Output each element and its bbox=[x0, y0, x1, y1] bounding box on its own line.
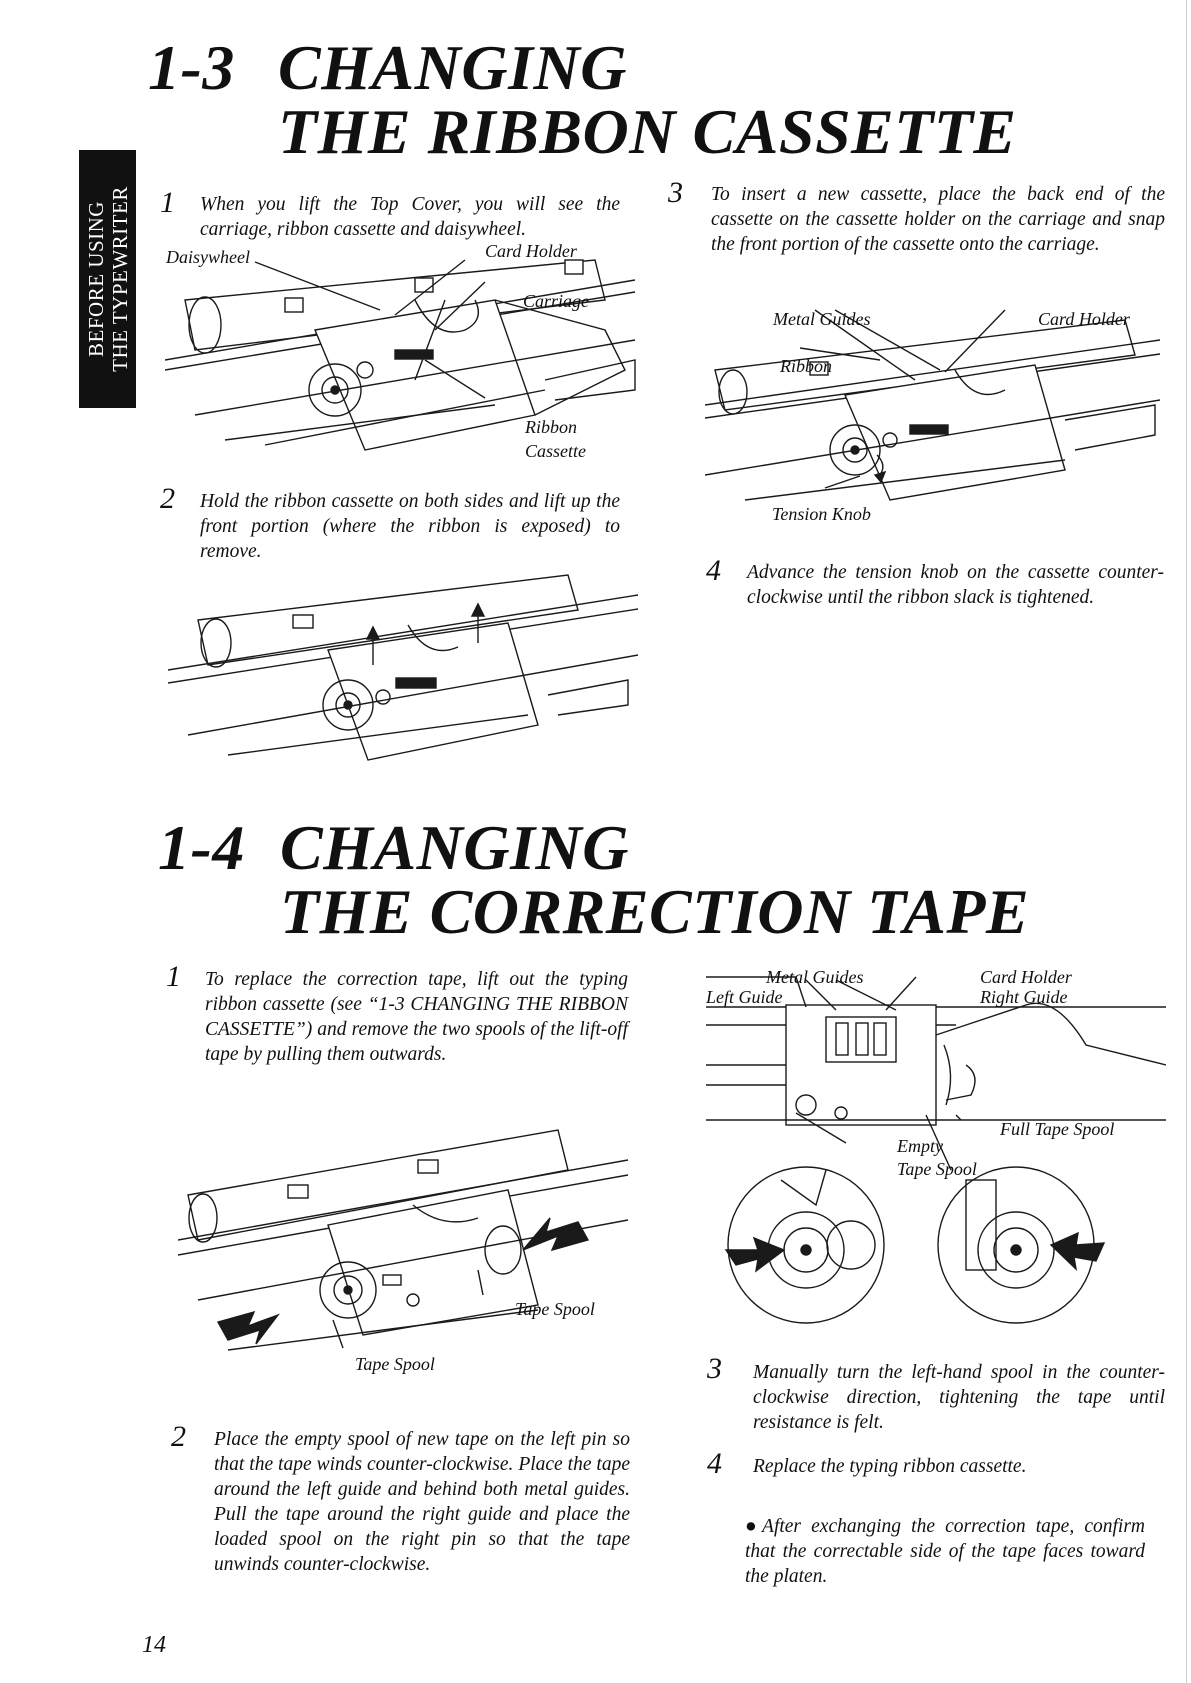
label-card-holder: Card Holder bbox=[485, 241, 577, 261]
section-number-1-3: 1-3 bbox=[148, 32, 235, 103]
label-empty: Empty bbox=[897, 1136, 943, 1156]
step-text: Replace the typing ribbon cassette. bbox=[753, 1456, 1027, 1477]
label-tape-spool-left: Tape Spool bbox=[355, 1354, 435, 1374]
section-title-1-3-line1: CHANGING bbox=[278, 32, 627, 103]
label-daisywheel: Daisywheel bbox=[166, 247, 250, 267]
step-number: 1 bbox=[160, 186, 175, 219]
step-number: 3 bbox=[668, 176, 683, 209]
step-text: When you lift the Top Cover, you will se… bbox=[200, 194, 620, 240]
label-cassette: Cassette bbox=[525, 441, 586, 461]
label-tension-knob: Tension Knob bbox=[772, 504, 871, 524]
label-ribbon: Ribbon bbox=[780, 356, 832, 376]
page-number: 14 bbox=[142, 1632, 166, 1658]
lift-ribbon-cassette-illustration bbox=[168, 574, 639, 761]
step-text: To insert a new cassette, place the back… bbox=[711, 184, 1165, 255]
step-text: Advance the tension knob on the cassette… bbox=[747, 562, 1164, 608]
side-tab-line1: BEFORE USING bbox=[83, 201, 108, 357]
step-number: 4 bbox=[706, 554, 721, 587]
step-number: 2 bbox=[160, 482, 175, 515]
section-title-1-3-line2: THE RIBBON CASSETTE bbox=[278, 96, 1017, 167]
insert-ribbon-cassette-illustration bbox=[705, 309, 1161, 501]
step-number: 1 bbox=[166, 960, 181, 993]
load-correction-tape-illustration bbox=[706, 976, 1166, 1324]
step-number: 2 bbox=[171, 1420, 186, 1453]
label-full-tape-spool: Full Tape Spool bbox=[1000, 1119, 1115, 1139]
page-edge-rule bbox=[1186, 0, 1187, 1683]
label-tape-spool: Tape Spool bbox=[897, 1159, 977, 1179]
label-left-guide: Left Guide bbox=[706, 987, 783, 1007]
side-tab-line2: THE TYPEWRITER bbox=[107, 186, 132, 372]
step-text: To replace the correction tape, lift out… bbox=[205, 969, 628, 1065]
step-number: 4 bbox=[707, 1447, 722, 1480]
label-tape-spool-right: Tape Spool bbox=[515, 1299, 595, 1319]
label-right-guide: Right Guide bbox=[980, 987, 1068, 1007]
carriage-ribbon-daisywheel-illustration bbox=[165, 259, 636, 451]
label-ribbon: Ribbon bbox=[525, 417, 577, 437]
step-text: Place the empty spool of new tape on the… bbox=[214, 1429, 630, 1575]
remove-tape-spools-illustration bbox=[178, 1129, 629, 1351]
label-carriage: Carriage bbox=[523, 291, 590, 311]
step-text: Hold the ribbon cassette on both sides a… bbox=[200, 491, 620, 562]
note-text: ●After exchanging the correction tape, c… bbox=[745, 1516, 1145, 1587]
label-card-holder: Card Holder bbox=[980, 967, 1072, 987]
label-card-holder: Card Holder bbox=[1038, 309, 1130, 329]
section-title-1-4-line2: THE CORRECTION TAPE bbox=[280, 876, 1030, 947]
section-title-1-4-line1: CHANGING bbox=[280, 812, 629, 883]
label-metal-guides: Metal Guides bbox=[773, 309, 871, 329]
step-text: Manually turn the left-hand spool in the… bbox=[753, 1362, 1165, 1433]
step-number: 3 bbox=[707, 1352, 722, 1385]
section-number-1-4: 1-4 bbox=[158, 812, 245, 883]
label-metal-guides: Metal Guides bbox=[766, 967, 864, 987]
